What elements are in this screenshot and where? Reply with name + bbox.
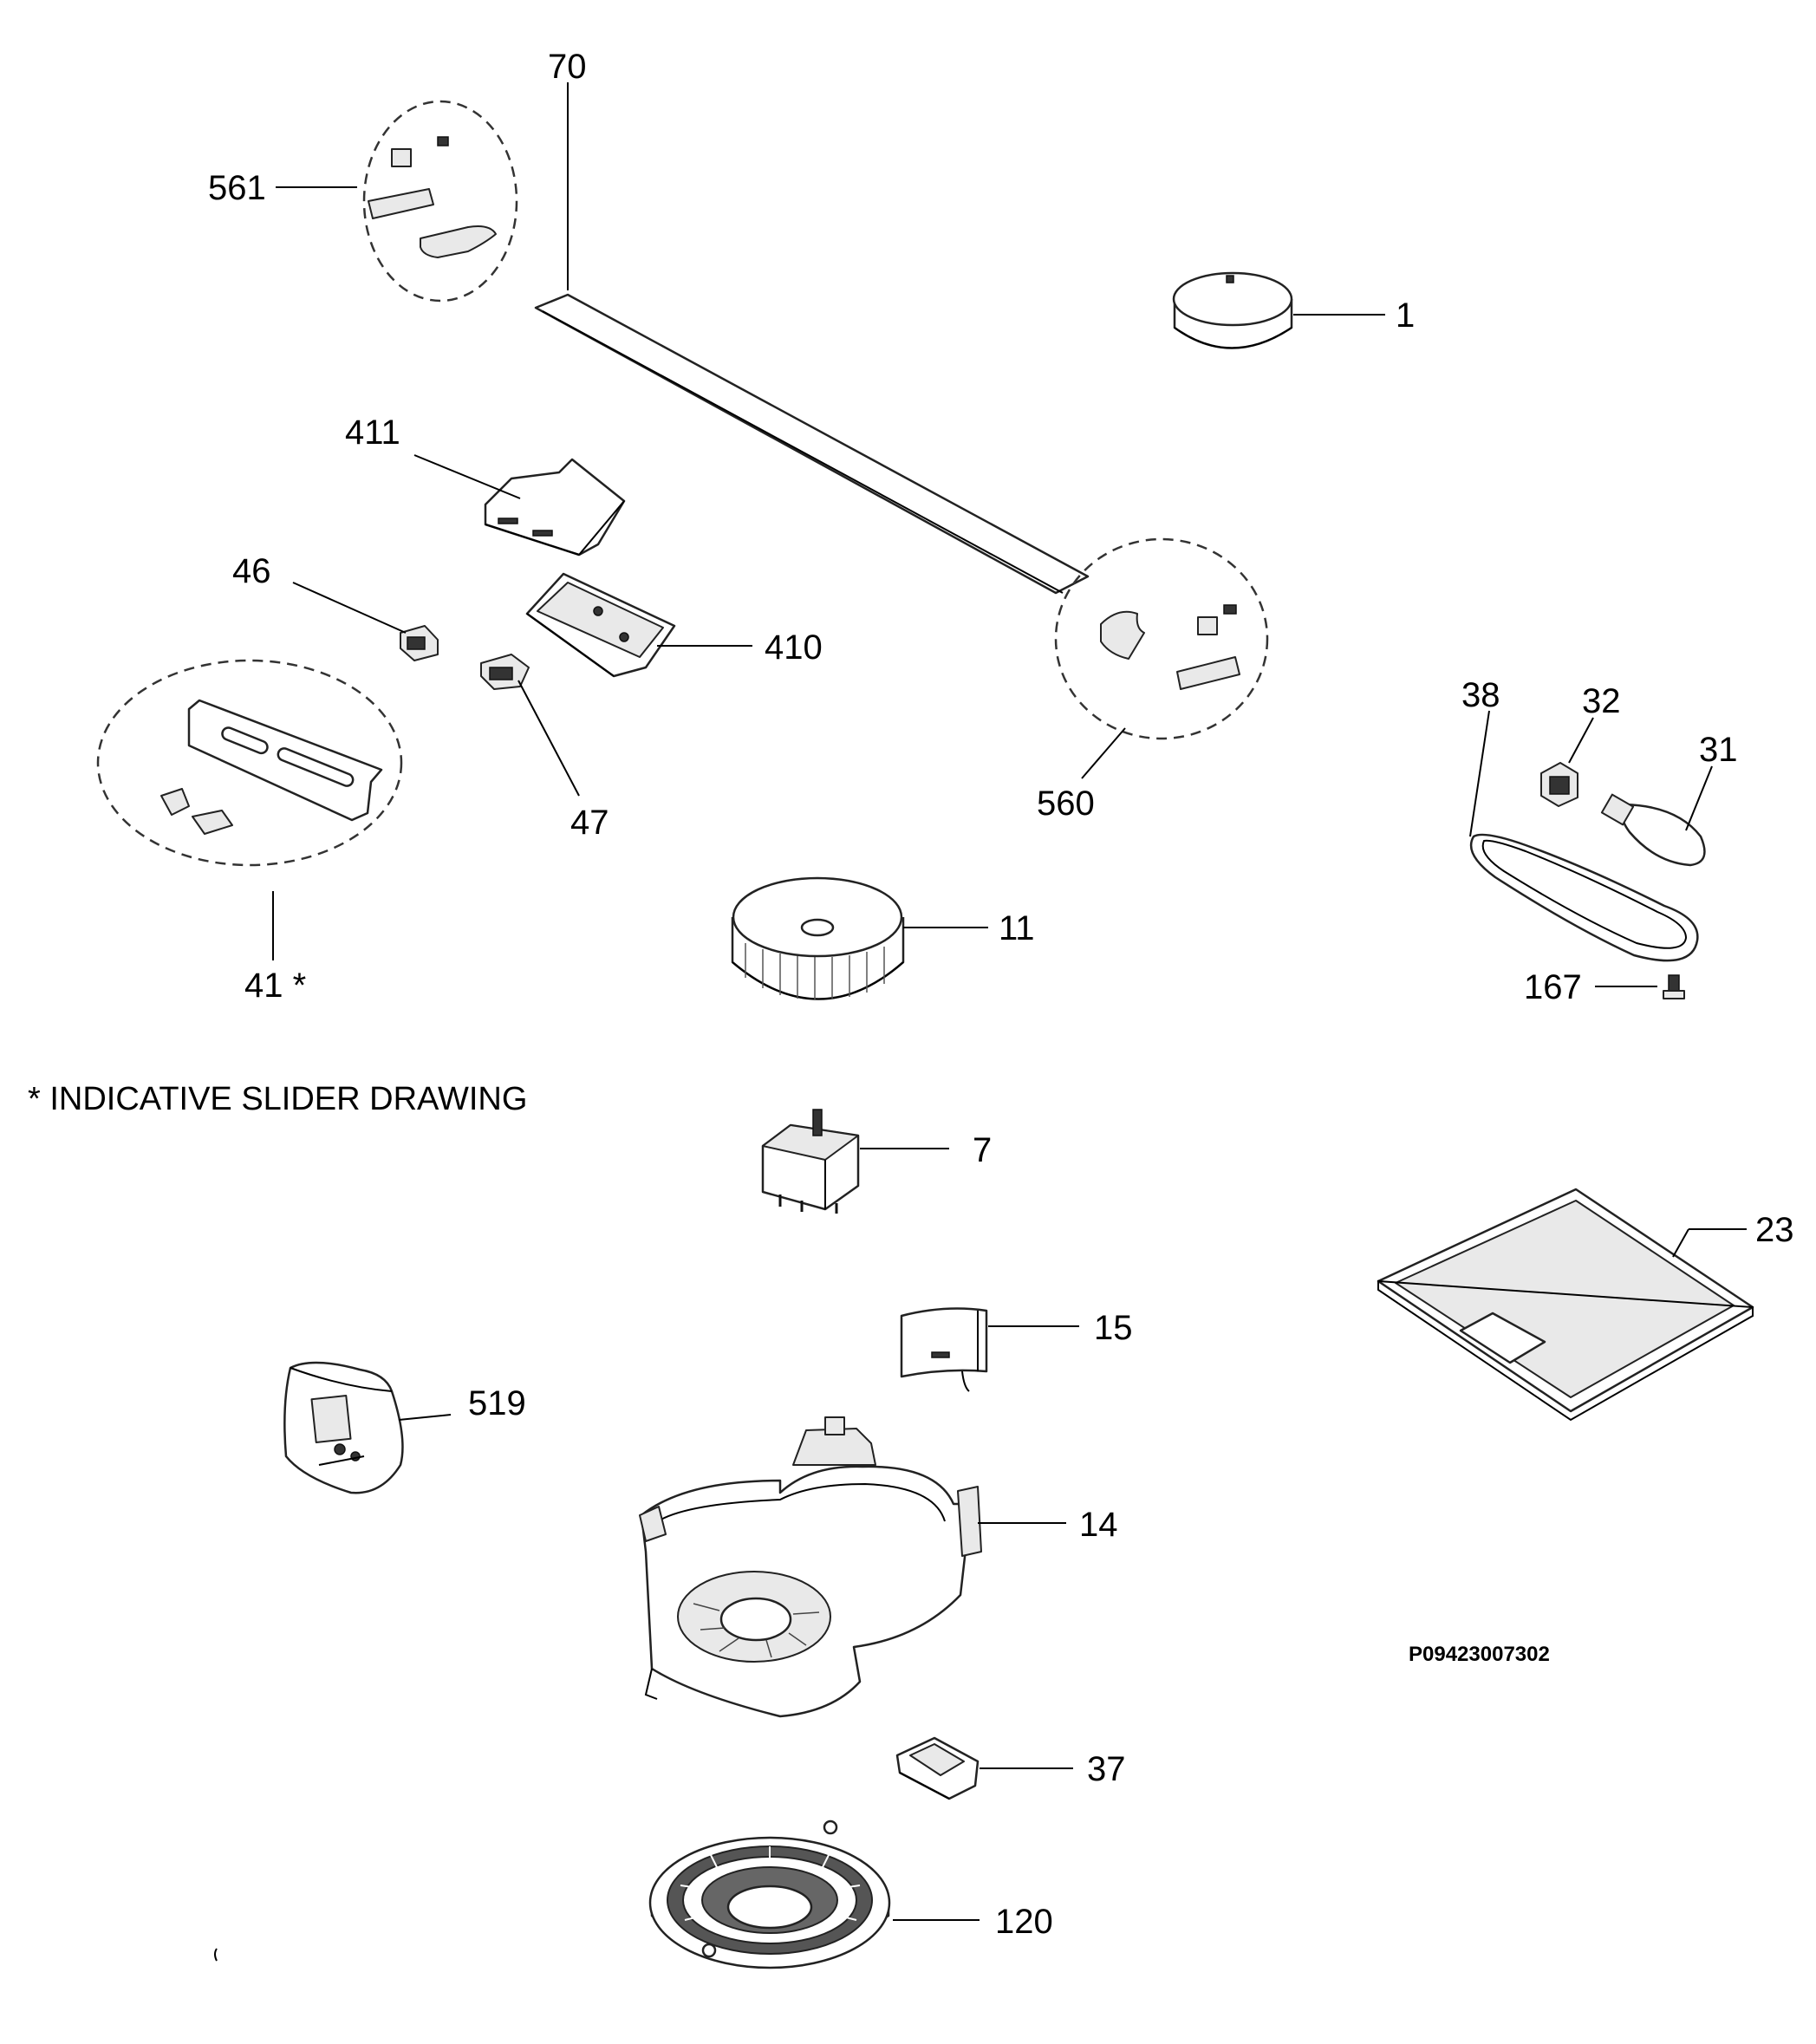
callout-47: 47 <box>570 804 609 842</box>
callout-120: 120 <box>995 1903 1053 1941</box>
leader-47 <box>517 680 580 797</box>
part-519-fittings-bag[interactable] <box>283 1361 404 1494</box>
leader-38 <box>1469 710 1490 837</box>
callout-32: 32 <box>1582 682 1621 720</box>
callout-7: 7 <box>973 1131 992 1169</box>
slider-drawing-note: * INDICATIVE SLIDER DRAWING <box>28 1081 527 1117</box>
part-23-grease-filter[interactable] <box>1377 1188 1754 1422</box>
callout-1: 1 <box>1396 296 1415 335</box>
part-37-lamp-support[interactable] <box>895 1736 980 1800</box>
part-32-lampholder[interactable] <box>1540 762 1578 807</box>
part-120-charcoal-filter[interactable] <box>648 1819 891 1969</box>
part-31-bulb[interactable] <box>1600 793 1706 867</box>
callout-37: 37 <box>1087 1750 1126 1788</box>
part-46-switch[interactable] <box>400 625 439 661</box>
part-15-capacitor[interactable] <box>900 1307 988 1392</box>
callout-46: 46 <box>232 552 271 590</box>
callout-561: 561 <box>208 169 266 207</box>
part-41-slider-group[interactable] <box>96 659 403 867</box>
part-1-ring[interactable] <box>1172 271 1293 349</box>
callout-38: 38 <box>1461 676 1500 714</box>
leader-411 <box>413 454 521 499</box>
leader-32 <box>1568 717 1594 764</box>
callout-70: 70 <box>548 48 587 86</box>
callout-23: 23 <box>1755 1211 1794 1249</box>
part-167-screw[interactable] <box>1663 974 1685 999</box>
part-14-fan-housing[interactable] <box>639 1416 982 1718</box>
drawing-code: P09423007302 <box>1409 1643 1550 1666</box>
part-70-strip[interactable] <box>534 293 1090 595</box>
callout-167: 167 <box>1524 968 1582 1006</box>
callout-411: 411 <box>345 413 400 452</box>
callout-14: 14 <box>1079 1506 1118 1544</box>
stray-mark <box>214 1948 218 1962</box>
leader-560 <box>1081 727 1126 779</box>
part-47-connector[interactable] <box>480 654 530 690</box>
callout-41: 41 * <box>244 967 306 1005</box>
callout-31: 31 <box>1699 731 1738 769</box>
part-11-filter[interactable] <box>731 876 905 1000</box>
leader-31 <box>1685 765 1713 831</box>
part-411-cover[interactable] <box>484 458 626 557</box>
leader-46 <box>292 582 407 634</box>
callout-15: 15 <box>1094 1309 1133 1347</box>
leader-23 <box>1672 1228 1689 1258</box>
part-38-gasket[interactable] <box>1469 833 1699 962</box>
part-561-group[interactable] <box>362 100 518 303</box>
part-7-selector-switch[interactable] <box>761 1109 860 1214</box>
part-410-board[interactable] <box>525 572 676 678</box>
callout-560: 560 <box>1037 784 1095 823</box>
callout-11: 11 <box>999 909 1035 947</box>
part-560-group[interactable] <box>1054 537 1269 740</box>
leader-519 <box>398 1414 452 1421</box>
callout-519: 519 <box>468 1384 526 1422</box>
callout-410: 410 <box>765 628 823 667</box>
